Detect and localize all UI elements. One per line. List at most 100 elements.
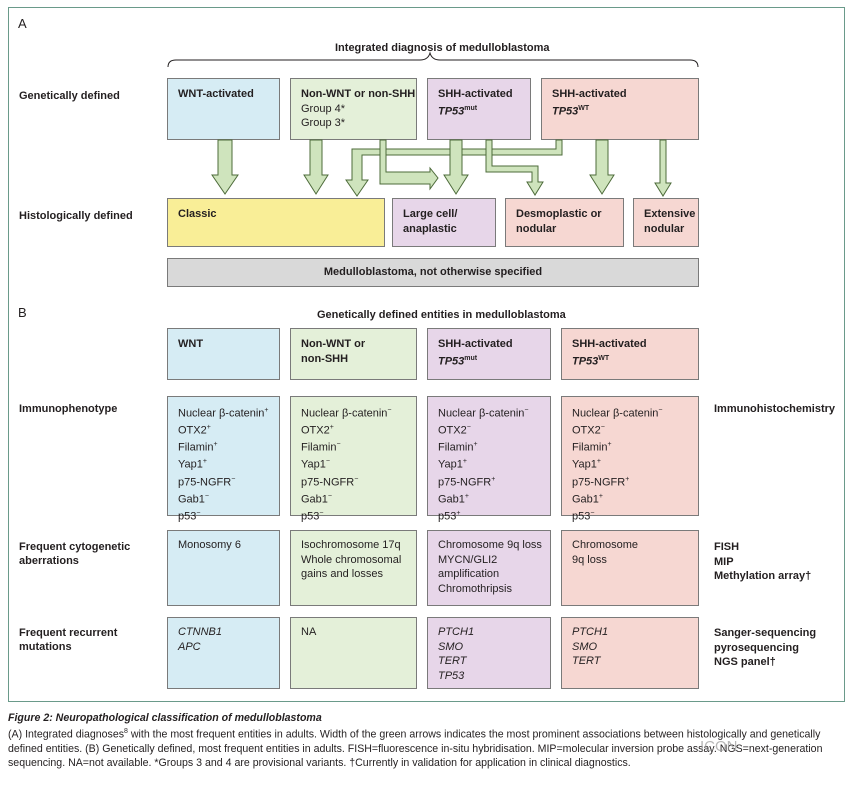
cell-line: Filamin+ <box>572 441 612 454</box>
arrow-large-desmo <box>485 139 544 196</box>
arrow-wnt-classic <box>211 139 239 195</box>
nos-box: Medulloblastoma, not otherwise specified <box>167 258 699 287</box>
genetic-box-shh-wt: SHH-activated TP53WT <box>541 78 699 140</box>
genetic-box-shh-wt-gene: TP53WT <box>552 104 590 118</box>
watermark-logo: ICON <box>700 738 738 755</box>
histo-box-desmoplastic-line1: Desmoplastic or <box>516 208 602 220</box>
cell-line: Nuclear β-catenin+ <box>178 407 269 420</box>
panel-b-letter: B <box>18 305 27 320</box>
figure-frame <box>8 7 845 702</box>
genetic-box-group4: Group 4* <box>301 102 346 115</box>
technique-0: Immunohistochemistry <box>714 403 836 415</box>
cell-line: gains and losses <box>301 568 383 580</box>
cell-line: TERT <box>438 655 467 667</box>
cell-r0-c2: Nuclear β-catenin−OTX2−Filamin+Yap1+p75-… <box>427 396 551 523</box>
cell-line: OTX2+ <box>178 424 211 437</box>
cell-line: Gab1+ <box>572 492 604 506</box>
cell-r1-c3: Chromosome 9q loss <box>561 530 699 606</box>
cell-line: Chromosome <box>572 539 639 551</box>
header-non-wnt-line2: non-SHH <box>301 352 349 365</box>
cell-line: Filamin+ <box>438 441 478 454</box>
histo-box-desmoplastic: Desmoplastic or nodular <box>505 198 624 247</box>
genetic-box-group3: Group 3* <box>301 117 346 129</box>
cell-line: 9q loss <box>572 553 607 566</box>
cell-line: Yap1+ <box>438 458 467 472</box>
cell-line: Nuclear β-catenin− <box>301 407 392 420</box>
cell-line: p53− <box>572 509 595 523</box>
cell-line: Gab1− <box>178 492 210 506</box>
cell-r2-c1: NA <box>290 617 417 689</box>
panel-a-letter: A <box>18 16 27 31</box>
arrow-shhwt-desmo <box>589 139 615 195</box>
arrow-shhmut-desmo <box>443 139 469 195</box>
cell-line: MYCN/GLI2 <box>438 553 498 566</box>
genetic-box-non-wnt: Non-WNT or non-SHH Group 4* Group 3* <box>290 78 417 140</box>
cell-line: Isochromosome 17q <box>301 539 401 551</box>
histo-box-extensive-line2: nodular <box>644 222 685 235</box>
cell-r1-c0: Monosomy 6 <box>167 530 280 606</box>
cell-line: Yap1+ <box>572 458 601 472</box>
cell-line: Monosomy 6 <box>178 539 241 551</box>
genetic-box-shh-mut: SHH-activated TP53mut <box>427 78 531 140</box>
histo-box-large-cell: Large cell/ anaplastic <box>392 198 496 247</box>
cell-line: p75-NGFR− <box>301 475 359 489</box>
caption-body: (A) Integrated diagnoses8 with the most … <box>8 728 823 769</box>
cell-line: Chromosome 9q loss <box>438 539 542 551</box>
cell-line: amplification <box>438 568 500 580</box>
cell-line: TP53 <box>438 669 465 682</box>
caption-title: Figure 2: Neuropathological classificati… <box>8 712 322 724</box>
cell-line: Chromothripsis <box>438 582 512 595</box>
arrow-shhwt-extensive <box>654 139 672 197</box>
header-shh-mut-gene: TP53mut <box>438 354 478 368</box>
header-wnt-label: WNT <box>178 338 204 350</box>
cell-line: p75-NGFR+ <box>572 475 630 489</box>
header-wnt: WNT <box>167 328 280 380</box>
cell-line: OTX2− <box>572 424 605 437</box>
histo-box-large-cell-line2: anaplastic <box>403 222 457 235</box>
cell-line: Gab1− <box>301 492 333 506</box>
header-shh-wt-line1: SHH-activated <box>572 338 647 350</box>
genetic-box-shh-mut-label: SHH-activated <box>438 88 513 100</box>
cell-line: p75-NGFR− <box>178 475 236 489</box>
cell-line: SMO <box>438 640 464 653</box>
cell-line: p53− <box>178 509 201 523</box>
cell-r0-c3: Nuclear β-catenin− OTX2− Filamin+ Yap1+ p75-… <box>561 396 699 523</box>
histo-box-desmoplastic-line2: nodular <box>516 222 557 235</box>
figure-caption: Figure 2: Neuropathological classificati… <box>8 711 850 770</box>
arrow-nonwnt-classic <box>303 139 329 195</box>
header-shh-wt: SHH-activated TP53WT <box>561 328 699 380</box>
cell-line: OTX2− <box>438 424 471 437</box>
histo-box-large-cell-line1: Large cell/ <box>403 208 458 220</box>
cell-line: CTNNB1 <box>178 626 223 638</box>
genetic-box-wnt-label: WNT-activated <box>178 88 254 100</box>
header-shh-mut: SHH-activated TP53mut <box>427 328 551 380</box>
cell-line: Nuclear β-catenin− <box>572 407 663 420</box>
panel-b-title: Genetically defined entities in medullob… <box>317 309 566 321</box>
cell-line: Yap1+ <box>178 458 207 472</box>
histo-box-classic: Classic <box>167 198 385 247</box>
histo-box-extensive-line1: Extensive <box>644 208 696 220</box>
row-label-0: Immunophenotype <box>19 403 118 415</box>
histo-box-extensive: Extensive nodular <box>633 198 699 247</box>
genetic-box-shh-wt-label: SHH-activated <box>552 88 627 100</box>
cell-line: APC <box>178 640 201 653</box>
header-shh-wt-gene: TP53WT <box>572 354 610 368</box>
cell-line: Whole chromosomal <box>301 553 402 566</box>
cell-line: Nuclear β-catenin− <box>438 407 529 420</box>
cell-line: SMO <box>572 640 598 653</box>
cell-r0-c1: Nuclear β-catenin−OTX2+Filamin−Yap1−p75-… <box>290 396 417 523</box>
genetic-box-shh-mut-gene: TP53mut <box>438 104 478 118</box>
cell-line: p53− <box>301 509 324 523</box>
cell-line: NA <box>301 626 317 638</box>
histo-box-classic-label: Classic <box>178 208 217 220</box>
